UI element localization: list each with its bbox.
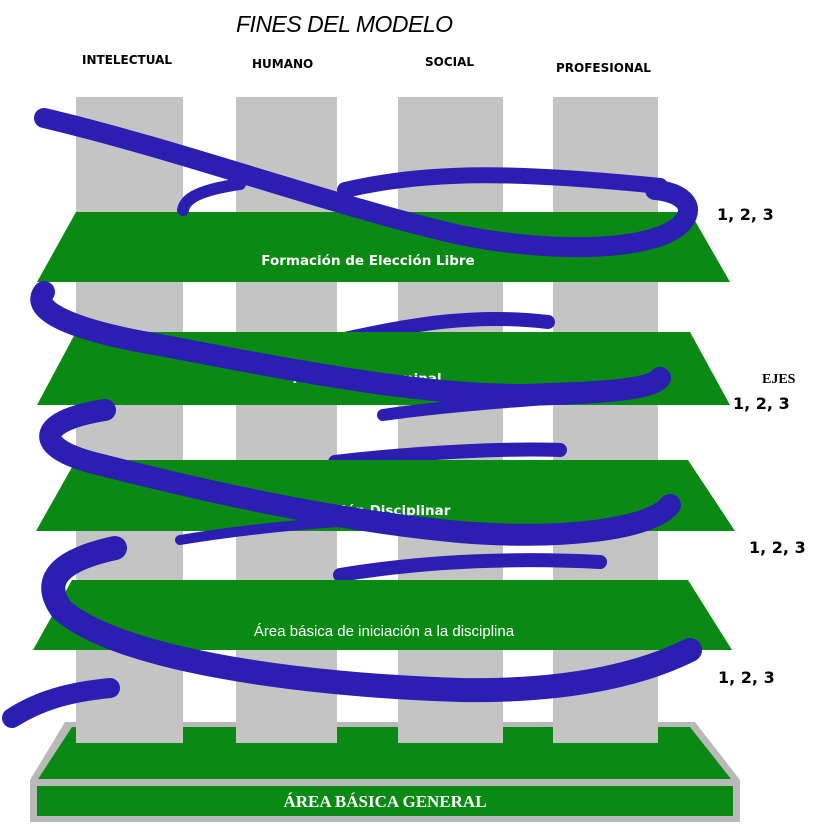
base-front bbox=[37, 786, 733, 816]
platform-1: Formación de Elección Libre bbox=[37, 212, 730, 282]
platform-4-surface bbox=[33, 580, 732, 650]
column-label-profesional: PROFESIONAL bbox=[556, 61, 651, 75]
spiral-front bbox=[2, 108, 702, 728]
column-label-social: SOCIAL bbox=[425, 55, 474, 69]
column-label-intelectual: INTELECTUAL bbox=[82, 53, 172, 67]
spiral-front-segment-1b bbox=[177, 178, 246, 216]
platform-3-surface bbox=[36, 460, 735, 531]
spiral-front-segment-4b bbox=[175, 515, 405, 545]
spiral-front-segment-1 bbox=[34, 108, 698, 258]
platform-4: Área básica de iniciación a la disciplin… bbox=[33, 580, 732, 650]
axis-label-row4: 1, 2, 3 bbox=[718, 668, 775, 687]
spiral-front-segment-3b bbox=[377, 386, 646, 421]
spiral-front-segment-3 bbox=[39, 399, 681, 546]
axis-label-row2: 1, 2, 3 bbox=[733, 394, 790, 413]
diagram-title: FINES DEL MODELO bbox=[236, 11, 453, 37]
platform-1-surface bbox=[37, 212, 730, 282]
platform-1-label: Formación de Elección Libre bbox=[261, 253, 474, 269]
spiral-front-segment-4 bbox=[41, 536, 702, 703]
axis-label-row3: 1, 2, 3 bbox=[749, 538, 806, 557]
spiral-back-segment-1 bbox=[337, 167, 668, 198]
spiral-back-segment-4 bbox=[333, 553, 607, 582]
column-label-humano: HUMANO bbox=[252, 57, 313, 71]
spiral-back-segment-3 bbox=[328, 442, 567, 469]
spiral-front-tail bbox=[2, 678, 120, 728]
axis-label-row1: 1, 2, 3 bbox=[717, 205, 774, 224]
ejes-label: EJES bbox=[762, 372, 796, 387]
base-label: ÁREA BÁSICA GENERAL bbox=[283, 792, 486, 811]
platform-4-label: Área básica de iniciación a la disciplin… bbox=[254, 623, 515, 640]
